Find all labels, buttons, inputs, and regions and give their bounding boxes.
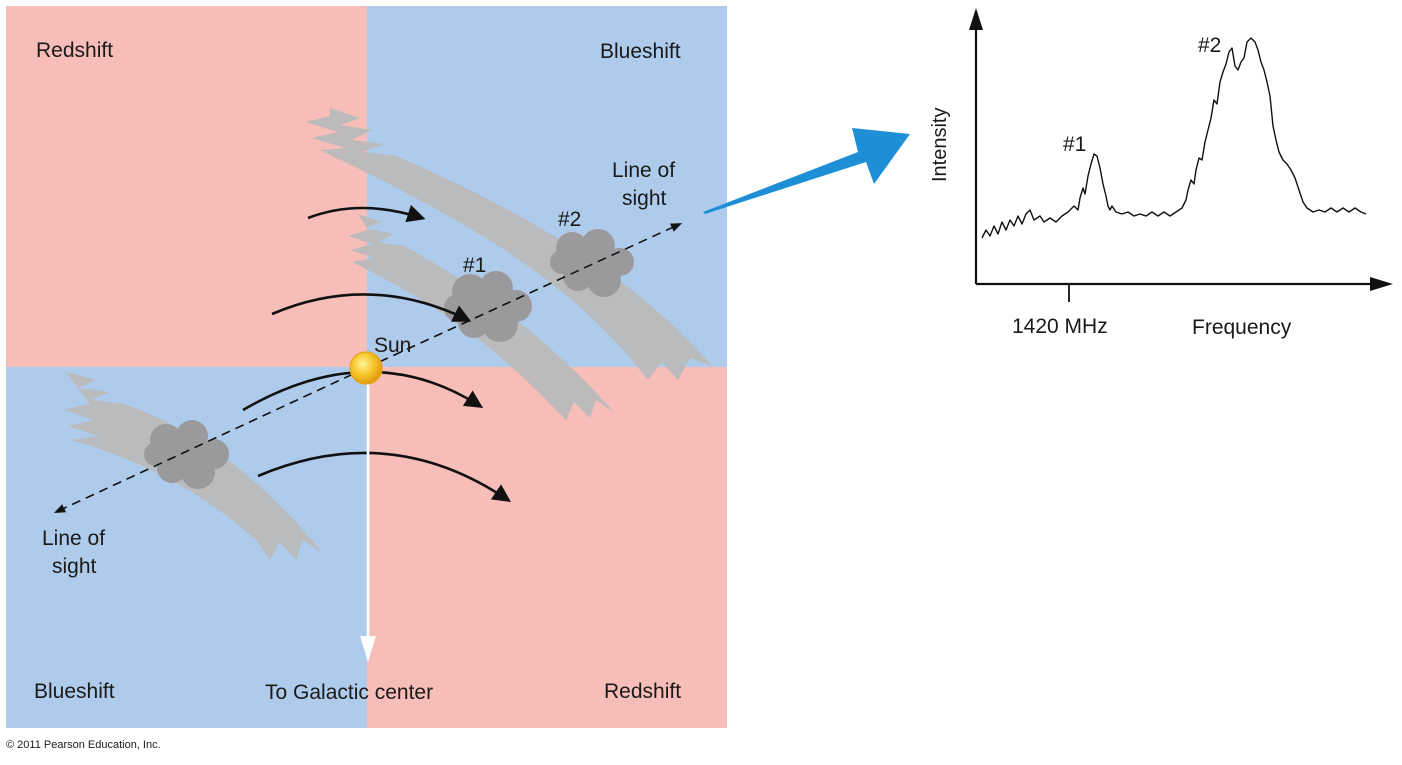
line-of-sight-lower-label-line1: Line of bbox=[42, 527, 105, 550]
spectrum-chart: #1 #2 Intensity Frequency 1420 MHz bbox=[929, 8, 1393, 339]
galactic-center-arrowhead bbox=[360, 636, 376, 662]
sun bbox=[349, 351, 383, 385]
spectrum-y-axis-arrowhead bbox=[969, 8, 983, 30]
line-of-sight-upper-label-line2: sight bbox=[622, 187, 667, 210]
quadrant-label-top-right: Blueshift bbox=[600, 40, 681, 63]
line-of-sight-lower-dashed bbox=[53, 367, 367, 513]
spiral-arm-outer bbox=[306, 108, 712, 380]
gas-cloud-lower bbox=[144, 420, 229, 489]
spectrum-x-axis-label: Frequency bbox=[1192, 316, 1292, 339]
quadrant-label-bottom-left: Blueshift bbox=[34, 680, 115, 703]
quadrant-bottom-right bbox=[367, 367, 727, 728]
cloud-1-label: #1 bbox=[463, 254, 486, 277]
quadrant-label-top-left: Redshift bbox=[36, 39, 113, 62]
line-of-sight-upper-dashed bbox=[365, 223, 683, 369]
rotation-arrow-4 bbox=[257, 451, 512, 503]
pointer-arrow-to-spectrum bbox=[703, 128, 910, 214]
spectrum-y-axis-label: Intensity bbox=[929, 108, 951, 182]
rotation-arrow-1 bbox=[307, 204, 426, 223]
spectrum-peak-1-label: #1 bbox=[1063, 133, 1086, 156]
quadrant-top-left bbox=[6, 6, 367, 367]
sun-label: Sun bbox=[374, 334, 411, 357]
spectrum-peak-2-label: #2 bbox=[1198, 34, 1221, 57]
spectrum-x-axis-arrowhead bbox=[1370, 277, 1393, 291]
spectrum-x-tick-label: 1420 MHz bbox=[1012, 315, 1108, 338]
gas-cloud-2 bbox=[550, 229, 634, 297]
cloud-2-label: #2 bbox=[558, 208, 581, 231]
quadrant-label-bottom-right: Redshift bbox=[604, 680, 681, 703]
copyright: © 2011 Pearson Education, Inc. bbox=[6, 739, 161, 751]
galactic-center-label: To Galactic center bbox=[265, 681, 433, 704]
line-of-sight-upper-label-line1: Line of bbox=[612, 159, 675, 182]
rotation-arrow-2 bbox=[271, 293, 472, 322]
spectrum-line bbox=[981, 37, 1367, 239]
line-of-sight-lower-label-line2: sight bbox=[52, 555, 97, 578]
